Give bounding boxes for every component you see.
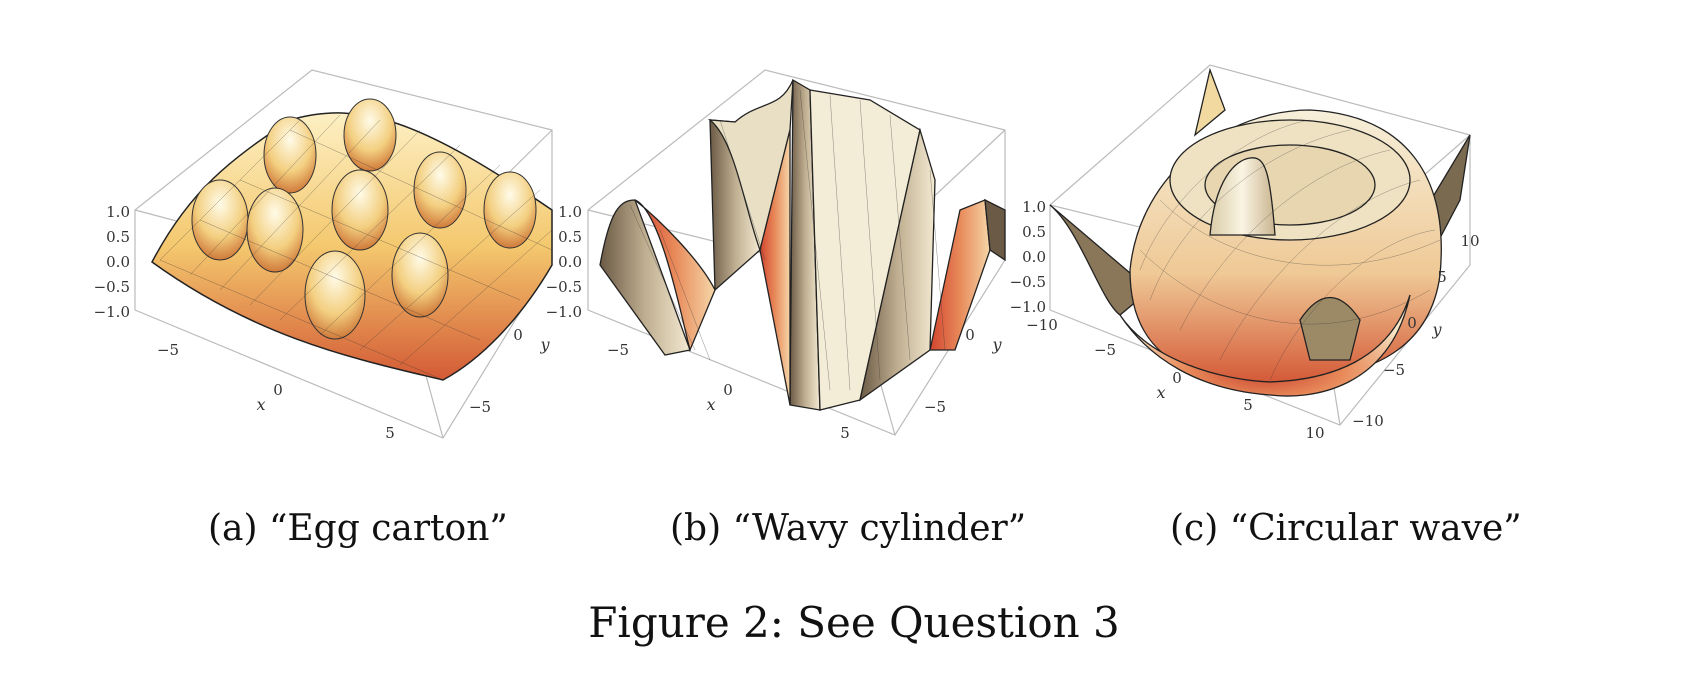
z-tick: −1.0 (546, 303, 582, 321)
z-axis-ticks: 1.0 0.5 0.0 −0.5 −1.0 (94, 203, 130, 321)
y-tick: 0 (513, 326, 523, 344)
z-tick: 0.0 (1022, 248, 1046, 266)
z-tick: 0.5 (106, 228, 130, 246)
y-axis-label: y (539, 335, 550, 354)
wavy-cylinder-plot: 1.0 0.5 0.0 −0.5 −1.0 −5 0 5 x 0 −5 y (546, 69, 1006, 442)
z-tick: 0.5 (1022, 223, 1046, 241)
z-tick: 0.5 (558, 228, 582, 246)
x-tick: 0 (273, 381, 283, 399)
z-tick: −0.5 (94, 278, 130, 296)
subcaption-a: (a) “Egg carton” (208, 508, 508, 549)
y-axis-ticks: 0 −5 y (924, 326, 1003, 416)
x-tick: −5 (607, 341, 629, 359)
x-axis-label: x (1156, 383, 1165, 402)
x-tick: 0 (723, 381, 733, 399)
y-axis-label: y (991, 335, 1002, 354)
y-tick: 10 (1460, 232, 1479, 250)
egg-carton-plot: 1.0 0.5 0.0 −0.5 −1.0 −5 0 5 x 0 −5 y (94, 69, 553, 442)
circular-wave-plot: 1.0 0.5 0.0 −0.5 −1.0 −10 −5 0 5 10 x 10… (1010, 64, 1480, 442)
z-tick: 0.0 (106, 253, 130, 271)
x-tick: 5 (840, 424, 850, 442)
x-axis-ticks: −5 0 5 x (157, 341, 395, 442)
z-tick: −0.5 (1010, 273, 1046, 291)
y-tick: −5 (469, 398, 491, 416)
z-tick: −1.0 (94, 303, 130, 321)
x-tick: −5 (157, 341, 179, 359)
z-tick: 1.0 (558, 203, 582, 221)
subcaption-c: (c) “Circular wave” (1170, 508, 1522, 549)
panel-b: 1.0 0.5 0.0 −0.5 −1.0 −5 0 5 x 0 −5 y (546, 60, 1030, 450)
z-tick: 1.0 (1022, 198, 1046, 216)
x-tick: 5 (385, 424, 395, 442)
y-tick: 0 (1407, 314, 1417, 332)
figure-caption: Figure 2: See Question 3 (588, 598, 1120, 647)
y-tick: −10 (1352, 412, 1384, 430)
y-axis-label: y (1431, 320, 1442, 339)
surface (1049, 67, 1471, 397)
z-tick: 0.0 (558, 253, 582, 271)
panel-a: 1.0 0.5 0.0 −0.5 −1.0 −5 0 5 x 0 −5 y (94, 60, 570, 450)
z-axis-ticks: 1.0 0.5 0.0 −0.5 −1.0 (1010, 198, 1046, 316)
x-tick: 10 (1305, 424, 1324, 442)
x-tick: 0 (1172, 369, 1182, 387)
panel-c: 1.0 0.5 0.0 −0.5 −1.0 −10 −5 0 5 10 x 10… (1010, 60, 1610, 460)
surface (151, 98, 553, 381)
y-tick: −5 (924, 398, 946, 416)
z-tick: −0.5 (546, 278, 582, 296)
x-axis-ticks: −5 0 5 x (607, 341, 850, 442)
x-tick: 5 (1243, 396, 1253, 414)
y-axis-ticks: 10 5 0 −5 −10 y (1352, 232, 1479, 430)
x-axis-ticks: −10 −5 0 5 10 x (1026, 316, 1324, 442)
x-axis-label: x (256, 395, 265, 414)
x-tick: −5 (1094, 341, 1116, 359)
x-tick: −10 (1026, 316, 1058, 334)
surface (599, 78, 1006, 411)
y-tick: 0 (965, 326, 975, 344)
x-axis-label: x (706, 395, 715, 414)
y-tick: 5 (1437, 268, 1447, 286)
y-axis-ticks: 0 −5 y (469, 326, 551, 416)
z-tick: −1.0 (1010, 298, 1046, 316)
y-tick: −5 (1383, 361, 1405, 379)
subcaption-b: (b) “Wavy cylinder” (670, 508, 1027, 549)
z-tick: 1.0 (106, 203, 130, 221)
z-axis-ticks: 1.0 0.5 0.0 −0.5 −1.0 (546, 203, 582, 321)
